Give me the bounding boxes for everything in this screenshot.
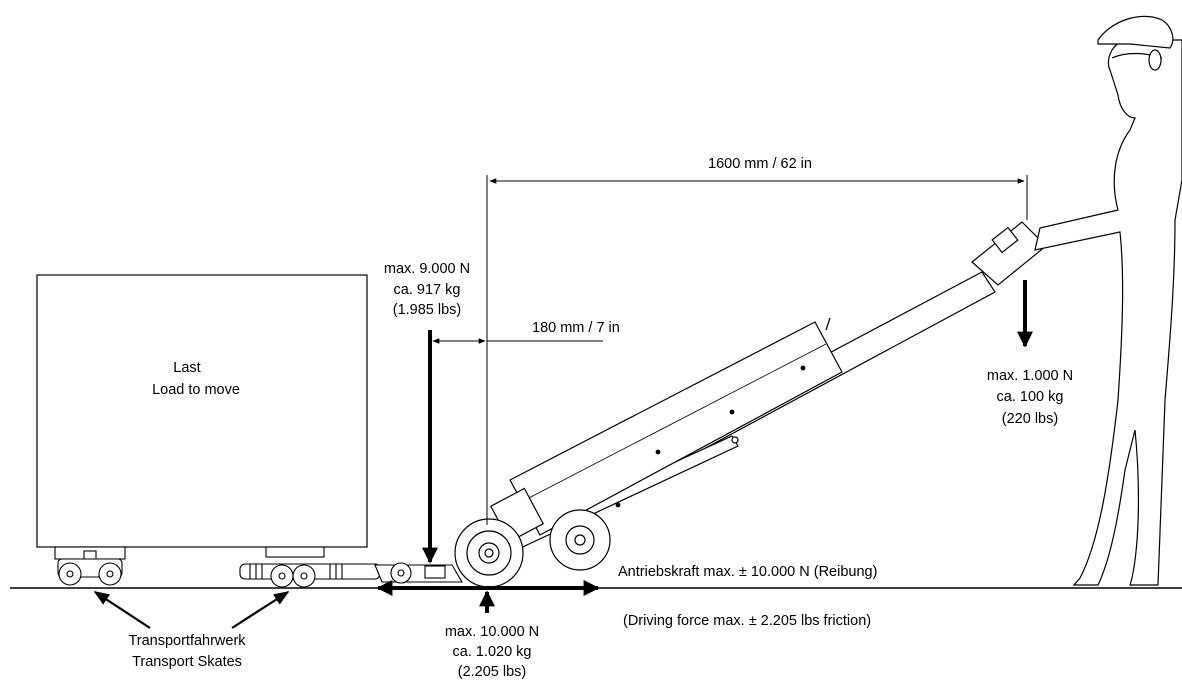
driving-force-label-en: (Driving force max. ± 2.205 lbs friction… (623, 613, 871, 629)
force-ground-line1: max. 10.000 N (445, 624, 539, 640)
operator-figure (1034, 15, 1182, 586)
force-top-line3: (1.985 lbs) (393, 302, 462, 318)
force-top-line1: max. 9.000 N (384, 261, 470, 277)
load-label-de: Last (173, 360, 200, 376)
load-label-en: Load to move (152, 382, 240, 398)
skate-arrow-left (93, 591, 151, 629)
load-box: Last Load to move (36, 274, 368, 548)
skate-label-de: Transportfahrwerk (128, 633, 246, 649)
force-top-line2: ca. 917 kg (394, 282, 461, 298)
driving-force-label-de: Antriebskraft max. ± 10.000 N (Reibung) (618, 564, 877, 580)
force-handle-line3: (220 lbs) (1002, 411, 1058, 427)
skate-left (54, 546, 126, 586)
force-handle-line2: ca. 100 kg (997, 389, 1064, 405)
force-ground-line3: (2.205 lbs) (458, 664, 527, 680)
force-handle-line1: max. 1.000 N (987, 368, 1073, 384)
force-ground-line2: ca. 1.020 kg (453, 644, 532, 660)
skate-label-en: Transport Skates (132, 654, 242, 670)
skate-right (239, 546, 381, 588)
dim-long-label: 1600 mm / 62 in (708, 156, 812, 172)
coupling-bar (374, 562, 463, 584)
dim-short-label: 180 mm / 7 in (532, 320, 620, 336)
skate-arrow-right (231, 591, 290, 629)
tractor-machine (454, 221, 1047, 588)
